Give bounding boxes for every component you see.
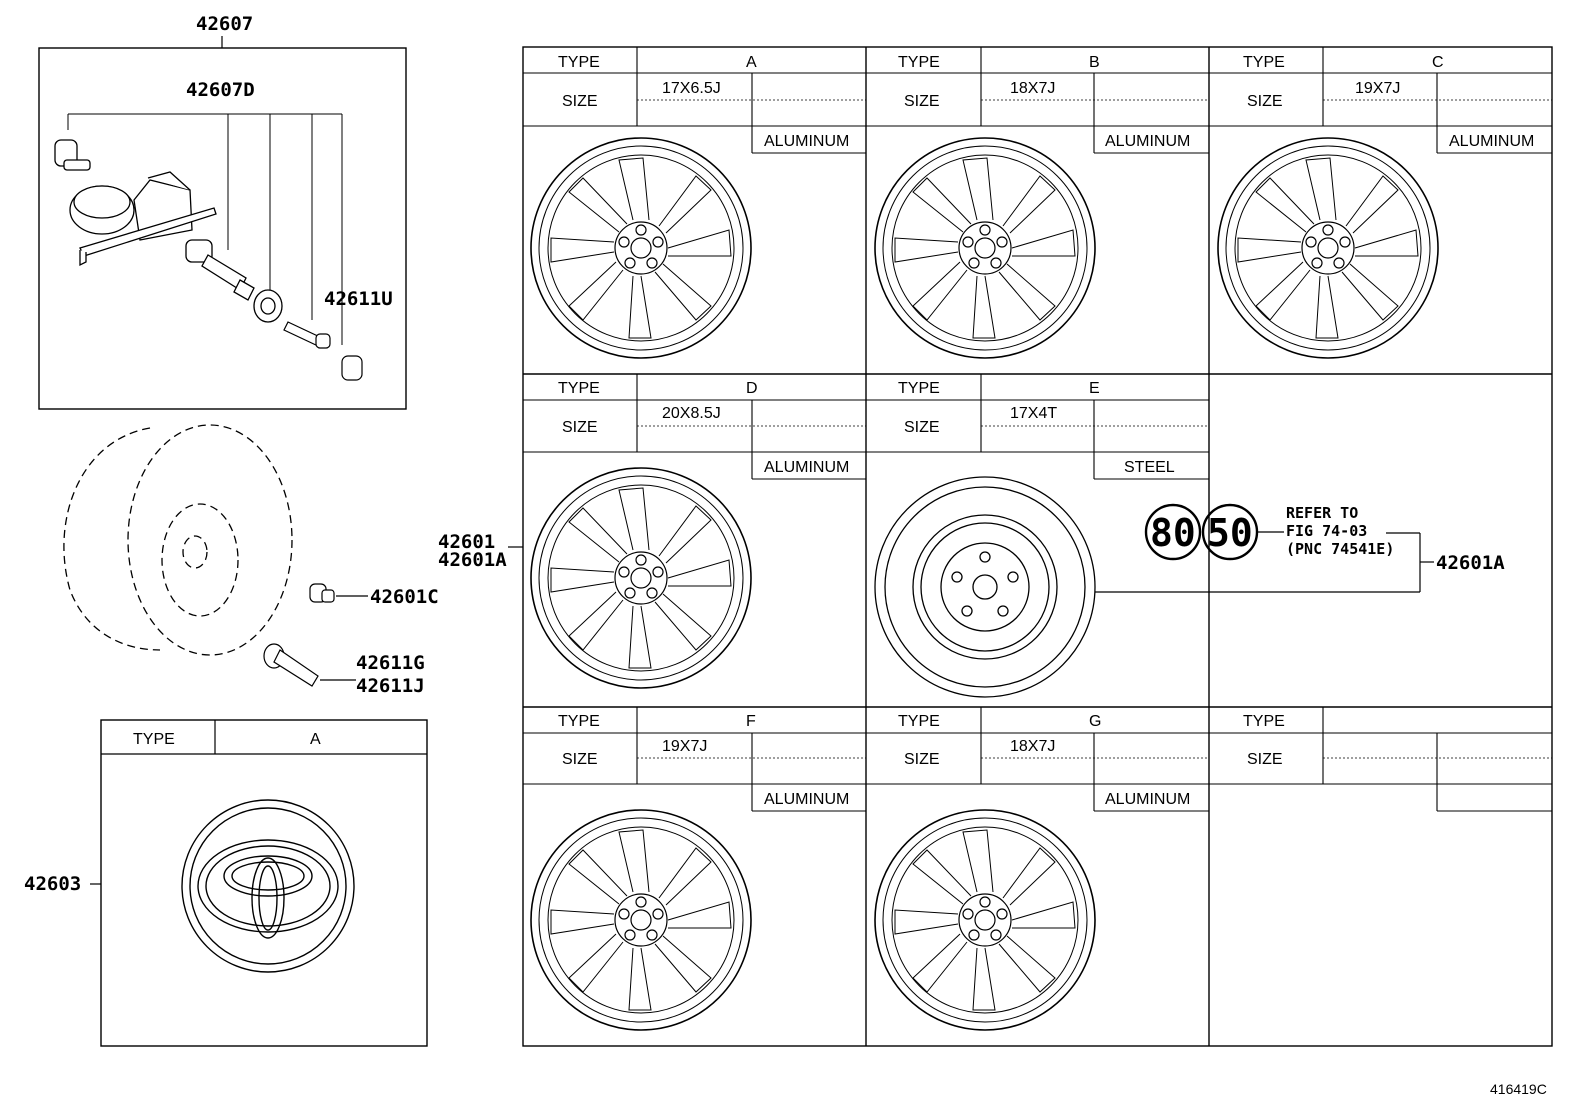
size-header-b: SIZE xyxy=(904,93,940,110)
material-a: ALUMINUM xyxy=(764,133,849,150)
material-g: ALUMINUM xyxy=(1105,791,1190,808)
size-header-g: SIZE xyxy=(904,751,940,768)
valve-icon xyxy=(263,643,319,687)
type-header-e: TYPE xyxy=(898,380,940,397)
lug-nut-icon xyxy=(309,583,335,603)
wheel-table-grid xyxy=(522,46,1553,1047)
type-header-c: TYPE xyxy=(1243,54,1285,71)
type-value-a: A xyxy=(746,54,757,71)
size-header-c: SIZE xyxy=(1247,93,1283,110)
part-42601A-right-label: 42601A xyxy=(1436,552,1505,574)
tire-icon xyxy=(63,424,293,656)
wheel-icon-f xyxy=(530,809,752,1031)
material-f: ALUMINUM xyxy=(764,791,849,808)
size-header-f: SIZE xyxy=(562,751,598,768)
type-header-g: TYPE xyxy=(898,713,940,730)
steel-wheel-icon-e xyxy=(874,476,1096,698)
badge-50-text: 50 xyxy=(1207,511,1253,555)
cap-type-a: A xyxy=(310,731,321,748)
part-42607-label: 42607 xyxy=(196,13,253,35)
tpms-group-box xyxy=(38,47,407,410)
type-header-d: TYPE xyxy=(558,380,600,397)
emblem-icon xyxy=(181,799,355,973)
reference-line-1: REFER TO xyxy=(1286,504,1358,522)
badge-50 xyxy=(1201,503,1259,561)
wheel-icon-c xyxy=(1217,137,1439,359)
valve-stem-icon xyxy=(185,239,255,301)
size-value-d: 20X8.5J xyxy=(662,405,721,422)
type-value-f: F xyxy=(746,713,756,730)
hub-nut-icon xyxy=(253,289,283,323)
material-b: ALUMINUM xyxy=(1105,133,1190,150)
material-d: ALUMINUM xyxy=(764,459,849,476)
valve-core-icon xyxy=(283,321,331,349)
cap-type-header: TYPE xyxy=(133,731,175,748)
part-42611G-label: 42611G xyxy=(356,652,425,674)
leader-42601A-right xyxy=(1095,532,1434,593)
size-value-f: 19X7J xyxy=(662,738,707,755)
badge-80 xyxy=(1144,503,1202,561)
size-header-d: SIZE xyxy=(562,419,598,436)
leader-lines-42607D xyxy=(67,113,343,345)
part-42611J-label: 42611J xyxy=(356,675,425,697)
cap-table-box xyxy=(100,719,428,1047)
reference-badges: 80 50 xyxy=(1144,503,1259,561)
size-value-b: 18X7J xyxy=(1010,80,1055,97)
type-header-b: TYPE xyxy=(898,54,940,71)
type-header-empty: TYPE xyxy=(1243,713,1285,730)
type-value-b: B xyxy=(1089,54,1100,71)
part-42611U-label: 42611U xyxy=(324,288,393,310)
badge-80-text: 80 xyxy=(1150,511,1196,555)
illustration-id: 416419C xyxy=(1490,1081,1547,1097)
type-header-f: TYPE xyxy=(558,713,600,730)
valve-cap-icon xyxy=(341,355,363,381)
wheel-icon-d xyxy=(530,467,752,689)
reference-line-3: (PNC 74541E) xyxy=(1286,540,1394,558)
part-42601A-left-label: 42601A xyxy=(438,549,507,571)
type-header-a: TYPE xyxy=(558,54,600,71)
size-header-empty: SIZE xyxy=(1247,751,1283,768)
wheel-icon-g xyxy=(874,809,1096,1031)
size-header-e: SIZE xyxy=(904,419,940,436)
wheel-icon-a xyxy=(530,137,752,359)
part-42601-label: 42601 xyxy=(438,531,495,553)
size-value-c: 19X7J xyxy=(1355,80,1400,97)
part-42601C-label: 42601C xyxy=(370,586,439,608)
type-value-d: D xyxy=(746,380,758,397)
size-value-a: 17X6.5J xyxy=(662,80,721,97)
type-value-c: C xyxy=(1432,54,1444,71)
wheel-icon-b xyxy=(874,137,1096,359)
size-value-e: 17X4T xyxy=(1010,405,1057,422)
part-42607D-label: 42607D xyxy=(186,79,255,101)
material-c: ALUMINUM xyxy=(1449,133,1534,150)
material-e: STEEL xyxy=(1124,459,1175,476)
part-42603-label: 42603 xyxy=(24,873,81,895)
size-header-a: SIZE xyxy=(562,93,598,110)
type-value-g: G xyxy=(1089,713,1101,730)
type-value-e: E xyxy=(1089,380,1100,397)
size-value-g: 18X7J xyxy=(1010,738,1055,755)
reference-line-2: FIG 74-03 xyxy=(1286,522,1367,540)
tpms-sensor-icon xyxy=(54,139,217,267)
